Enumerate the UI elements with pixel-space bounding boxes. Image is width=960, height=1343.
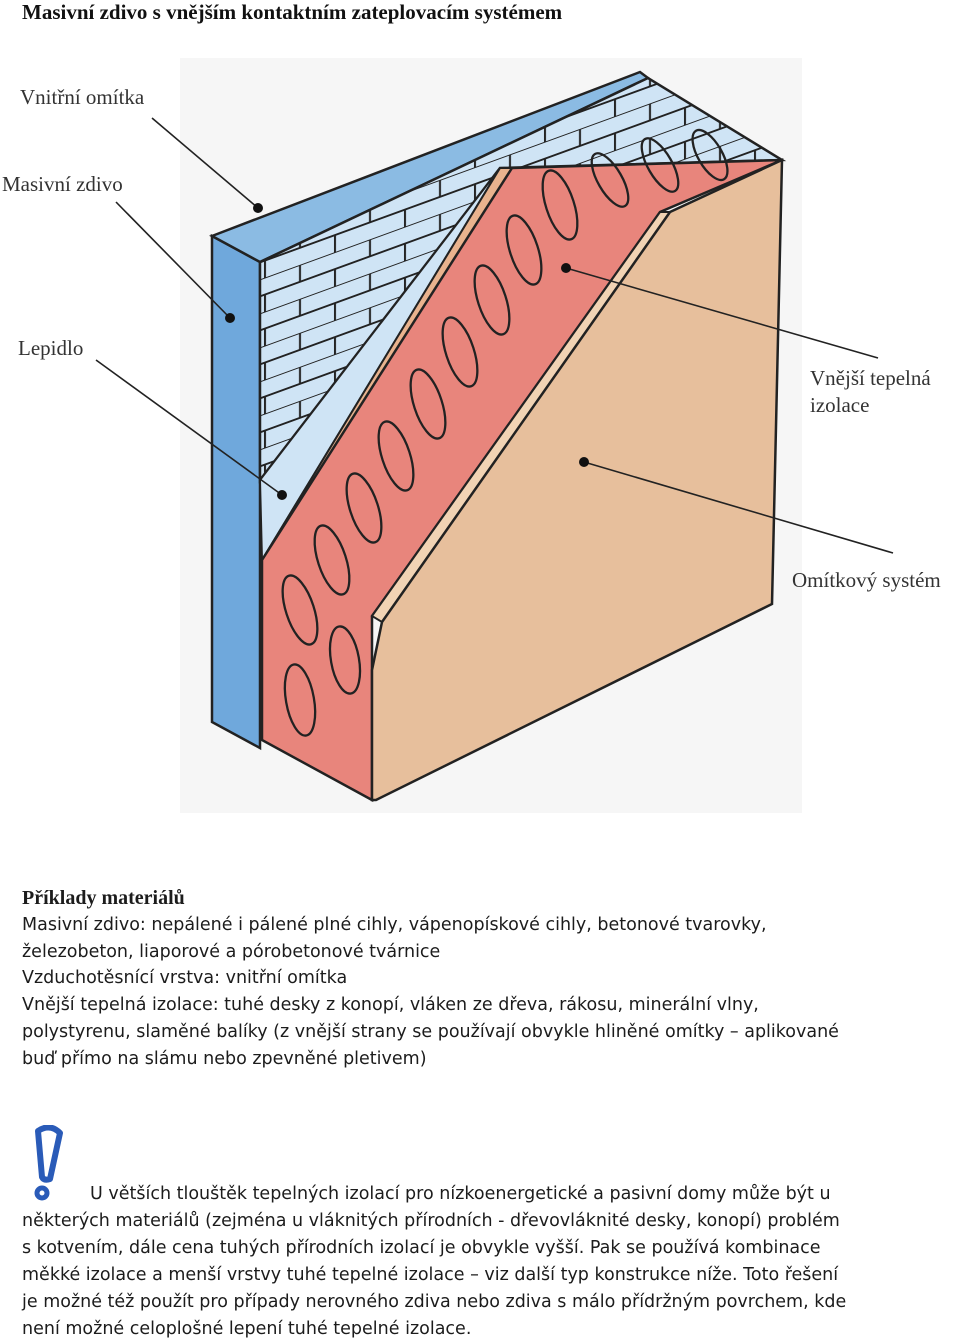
insulation-text-3: buď přímo na slámu nebo zpevněné pletive… [22,1048,427,1069]
warning-exclamation-icon [34,1125,63,1201]
label-inner-plaster: Vnitřní omítka [20,85,145,109]
masonry-term: Masivní zdivo: [22,914,146,935]
insulation-line-1: Vnější tepelná izolace: tuhé desky z kon… [22,992,839,1019]
airtight-term: Vzduchotěsnící vrstva: [22,968,221,989]
render-system-layer [370,158,784,802]
materials-heading: Příklady materiálů [22,887,185,909]
masonry-line-1: Masivní zdivo: nepálené i pálené plné ci… [22,912,839,939]
masonry-text-1: nepálené i pálené plné cihly, vápenopísk… [145,914,767,935]
warning-line-5: je možné též použít pro případy nerovnéh… [22,1292,847,1312]
label-masonry: Masivní zdivo [2,172,123,196]
warning-line-6: není možné celoplošné lepení tuhé tepeln… [22,1319,472,1339]
wall-section-drawing [95,70,894,803]
leader-dots [225,203,589,500]
inner-plaster-layer [210,233,262,751]
warning-line-3: s kotvením, dále cena tuhých přírodních … [22,1238,821,1258]
insulation-fibers [281,128,729,737]
page-title: Masivní zdivo s vnějším kontaktním zatep… [22,0,563,24]
airtight-line: Vzduchotěsnící vrstva: vnitřní omítka [22,965,839,992]
insulation-term: Vnější tepelná izolace: [22,995,219,1016]
materials-section: Příklady materiálů Masivní zdivo: nepále… [22,885,839,1073]
warning-line-2: některých materiálů (zejména u vláknitýc… [22,1211,840,1231]
label-outer-insulation-2: izolace [810,393,870,417]
warning-line-1: U větších tlouštěk tepelných izolací pro… [90,1184,831,1204]
warning-line-4: měkké izolace a menší vrstvy tuhé tepeln… [22,1265,839,1285]
insulation-text-2: polystyrenu, slaměné balíky (z vnější st… [22,1021,839,1042]
insulation-text-1: tuhé desky z konopí, vláken ze dřeva, rá… [218,995,759,1016]
masonry-text-2: železobeton, liaporové a pórobetonové tv… [22,941,441,962]
label-outer-insulation-1: Vnější tepelná [810,366,931,390]
warning-paragraph: U větších tlouštěk tepelných izolací pro… [22,1181,922,1343]
label-glue: Lepidlo [18,336,84,360]
leader-lines [95,117,894,554]
label-render-system: Omítkový systém [792,568,941,592]
airtight-text: vnitřní omítka [220,968,348,989]
